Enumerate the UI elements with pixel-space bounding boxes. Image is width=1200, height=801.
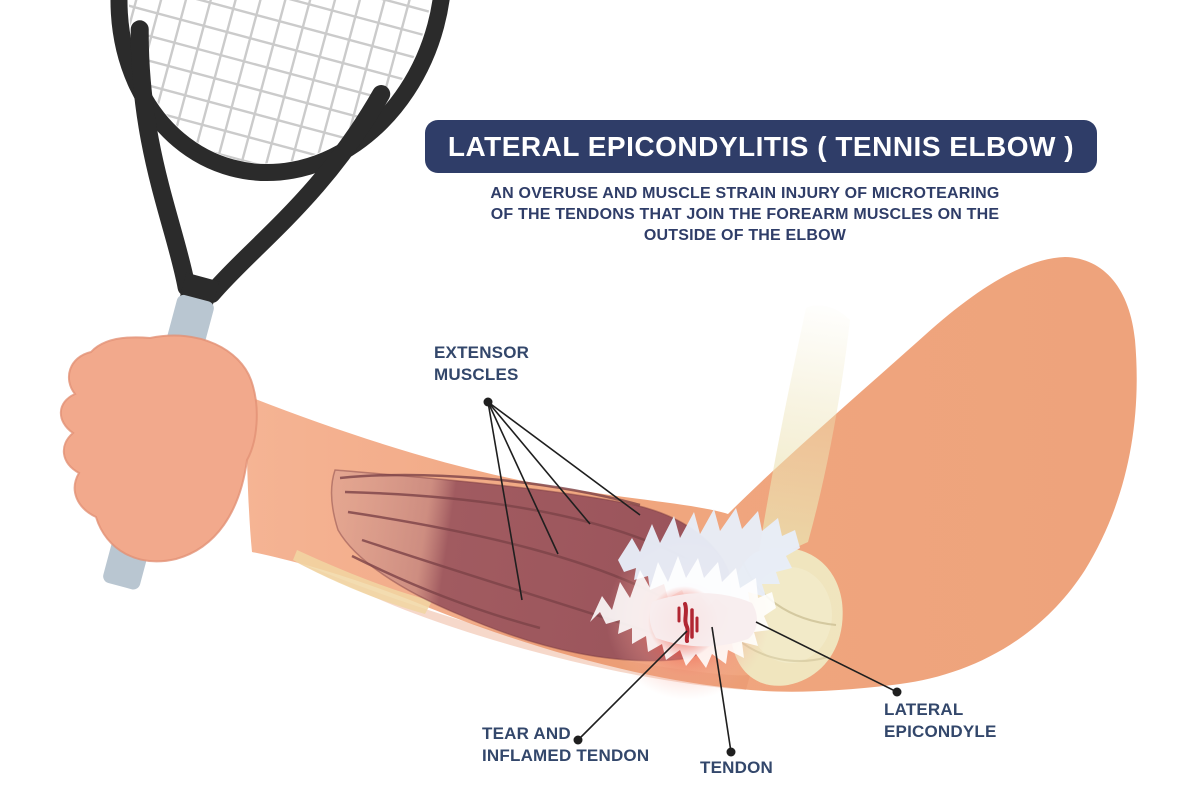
humerus-shaft-band <box>757 305 850 565</box>
title-banner: LATERAL EPICONDYLITIS ( TENNIS ELBOW ) <box>425 120 1097 173</box>
dot-tear <box>573 735 583 745</box>
racket-strings-bed <box>128 0 434 164</box>
racket-head-frame <box>110 0 452 182</box>
leader-extensor-1 <box>487 401 523 601</box>
dot-extensor <box>483 397 493 407</box>
leader-extensor-2 <box>487 401 559 555</box>
leader-tendon <box>711 626 732 753</box>
label-extensor-muscles: EXTENSOR MUSCLES <box>434 343 530 385</box>
leader-extensor-3 <box>487 401 591 525</box>
tendon-strip <box>649 593 757 647</box>
dot-lateral-epicondyle <box>892 687 902 697</box>
tear-marks <box>677 602 699 643</box>
racket-throat-left <box>130 20 196 297</box>
racket-throat-right <box>202 84 391 303</box>
hand-fist <box>59 334 258 563</box>
leader-tear <box>577 630 688 741</box>
wrist-tendon-wedge <box>293 550 432 614</box>
bone-highlight <box>748 567 832 663</box>
dot-tendon <box>726 747 736 757</box>
label-lateral-epicondyle: LATERAL EPICONDYLE <box>884 700 997 742</box>
leader-extensor-4 <box>487 401 641 516</box>
subtitle-text: AN OVERUSE AND MUSCLE STRAIN INJURY OF M… <box>490 185 1000 245</box>
label-tendon: TENDON <box>700 758 773 777</box>
leader-lateral-epicondyle <box>755 621 898 693</box>
annotation-dots <box>483 397 902 757</box>
label-tear-inflamed-tendon: TEAR AND INFLAMED TENDON <box>482 724 650 766</box>
annotation-leaders <box>487 401 898 753</box>
